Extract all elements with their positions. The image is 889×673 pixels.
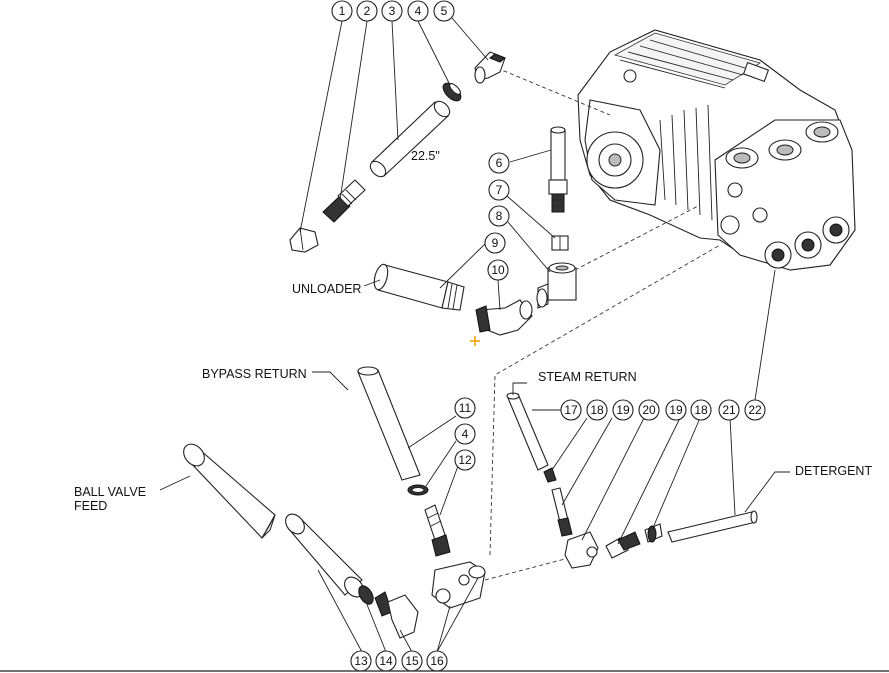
part-4-clamp [407,484,429,496]
callout-18: 18 [586,399,608,421]
svg-text:13: 13 [354,654,368,668]
svg-text:2: 2 [364,4,371,18]
callout-18-detergent: 18 [690,399,712,421]
svg-text:14: 14 [379,654,393,668]
part-16-tee [431,561,486,609]
pressure-pump [577,29,856,271]
callout-6: 6 [488,152,510,174]
hose-kit-parts [289,51,577,336]
callout-19-detergent: 19 [665,399,687,421]
svg-text:21: 21 [722,403,736,417]
callout-15: 15 [401,650,423,672]
callout-3: 3 [381,0,403,22]
callout-4: 4 [407,0,429,22]
callout-12: 12 [454,449,476,471]
hose-length-label: 22.5" [411,149,440,163]
part-13-hose [285,513,364,598]
callout-14: 14 [375,650,397,672]
svg-text:11: 11 [459,401,472,415]
callouts: 1 2 3 4 5 6 7 8 9 10 11 4 12 17 18 19 20… [331,0,766,672]
detergent-label: DETERGENT [795,464,872,478]
text-labels: 22.5" UNLOADER BYPASS RETURN STEAM RETUR… [74,149,872,513]
part-9-hose [373,263,465,311]
ball-valve-feed-label-2: FEED [74,499,107,513]
svg-text:15: 15 [405,654,419,668]
callout-20: 20 [638,399,660,421]
crosshair-marker [470,336,480,346]
svg-text:16: 16 [430,654,444,668]
svg-text:1: 1 [339,4,346,18]
part-19-barb-a [551,487,573,537]
unloader-label: UNLOADER [292,282,361,296]
svg-text:3: 3 [389,4,396,18]
ball-valve-feed-label-1: BALL VALVE [74,485,146,499]
callout-9: 9 [484,232,506,254]
part-21-line [667,510,758,543]
part-19-barb-b [605,531,641,559]
part-6-stem [548,126,568,213]
part-12-barb [424,504,451,557]
svg-text:17: 17 [564,403,578,417]
svg-text:9: 9 [492,236,499,250]
leader-lines [159,17,790,653]
callout-11: 11 [454,397,476,419]
svg-text:5: 5 [441,4,448,18]
callout-17: 17 [560,399,582,421]
part-8-tee [536,262,577,309]
callout-10: 10 [487,259,509,281]
part-18-clamp-a [543,467,557,483]
callout-19: 19 [612,399,634,421]
part-11-hose [357,366,421,481]
svg-text:6: 6 [496,156,503,170]
bypass-return-label: BYPASS RETURN [202,367,307,381]
callout-21: 21 [718,399,740,421]
callout-4-bypass: 4 [454,423,476,445]
callout-13: 13 [350,650,372,672]
svg-text:8: 8 [496,209,503,223]
callout-2: 2 [356,0,378,22]
svg-text:4: 4 [415,4,422,18]
callout-22: 22 [744,399,766,421]
part-5-elbow [474,51,506,84]
ball-valve-feed-hose [183,443,276,539]
svg-text:10: 10 [491,263,505,277]
assembly-lines [484,67,721,581]
callout-8: 8 [488,205,510,227]
callout-7: 7 [488,179,510,201]
callout-16: 16 [426,650,448,672]
svg-text:20: 20 [642,403,656,417]
svg-text:7: 7 [496,183,503,197]
part-18-clamp-b [644,523,663,543]
svg-text:22: 22 [748,403,762,417]
part-4-oring [442,82,462,102]
part-15-elbow [374,591,419,639]
part-17-hose [506,392,549,471]
bypass-parts [183,366,486,639]
svg-text:18: 18 [694,403,708,417]
svg-text:19: 19 [616,403,630,417]
part-2-fitting [322,179,366,223]
part-3-hose [369,100,451,178]
part-10-elbow [475,299,533,336]
part-7-nut [551,235,569,251]
part-1-nut [289,227,319,253]
steam-return-label: STEAM RETURN [538,370,637,384]
steam-detergent-parts [506,392,758,569]
callout-1: 1 [331,0,353,22]
part-20-elbow [564,531,599,569]
callout-5: 5 [433,0,455,22]
svg-text:12: 12 [458,453,472,467]
svg-text:19: 19 [669,403,683,417]
svg-text:4: 4 [462,427,469,441]
part-14-clamp [358,585,374,605]
svg-text:18: 18 [590,403,604,417]
